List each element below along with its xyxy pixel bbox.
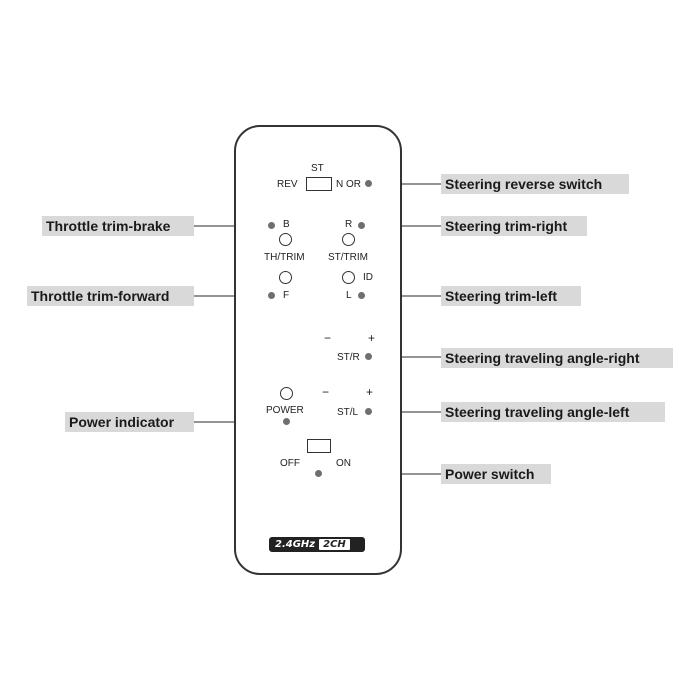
power-switch-dot <box>315 470 322 477</box>
callout-steering-reverse-switch: Steering reverse switch <box>441 174 629 194</box>
callout-power-switch: Power switch <box>441 464 551 484</box>
b-label: B <box>283 219 290 230</box>
steering-reverse-switch[interactable] <box>306 177 332 191</box>
throttle-trim-brake-button[interactable] <box>279 233 292 246</box>
off-label: OFF <box>280 458 300 469</box>
r-label: R <box>345 219 353 230</box>
power-indicator-dot <box>283 418 290 425</box>
f-label: F <box>283 290 290 301</box>
steering-trim-left-button[interactable] <box>342 271 355 284</box>
dial-right-minus: − <box>324 331 332 345</box>
badge-channels: 2CH <box>319 539 350 550</box>
st-trim-label: ST/TRIM <box>328 252 368 263</box>
callout-throttle-trim-brake: Throttle trim-brake <box>42 216 194 236</box>
callout-throttle-trim-forward: Throttle trim-forward <box>27 286 194 306</box>
callout-steering-trim-right: Steering trim-right <box>441 216 587 236</box>
dial-left-plus: + <box>366 385 374 399</box>
transmitter-panel <box>234 125 402 575</box>
nor-label: N OR <box>336 179 361 190</box>
steering-trim-right-dot <box>358 222 365 229</box>
st-label: ST <box>311 163 324 174</box>
throttle-trim-forward-button[interactable] <box>279 271 292 284</box>
callout-steering-angle-right: Steering traveling angle-right <box>441 348 673 368</box>
steering-trim-right-button[interactable] <box>342 233 355 246</box>
dial-right-plus: + <box>368 331 376 345</box>
l-label: L <box>346 290 352 301</box>
throttle-trim-brake-dot <box>268 222 275 229</box>
callout-steering-angle-left: Steering traveling angle-left <box>441 402 665 422</box>
th-trim-label: TH/TRIM <box>264 252 305 263</box>
steering-trim-left-dot <box>358 292 365 299</box>
power-label: POWER <box>266 405 304 416</box>
badge-frequency: 2.4GHz <box>275 539 316 550</box>
steering-reverse-dot <box>365 180 372 187</box>
callout-power-indicator: Power indicator <box>65 412 194 432</box>
st-r-label: ST/R <box>337 352 360 363</box>
st-l-label: ST/L <box>337 407 359 418</box>
rev-label: REV <box>277 179 298 190</box>
steering-angle-left-dot <box>365 408 372 415</box>
id-label: ID <box>363 272 373 283</box>
on-label: ON <box>336 458 351 469</box>
callout-steering-trim-left: Steering trim-left <box>441 286 581 306</box>
throttle-trim-forward-dot <box>268 292 275 299</box>
steering-angle-right-dot <box>365 353 372 360</box>
dial-left-minus: − <box>322 385 330 399</box>
frequency-badge: 2.4GHz 2CH <box>269 537 365 552</box>
power-indicator-led <box>280 387 293 400</box>
power-switch[interactable] <box>307 439 331 453</box>
